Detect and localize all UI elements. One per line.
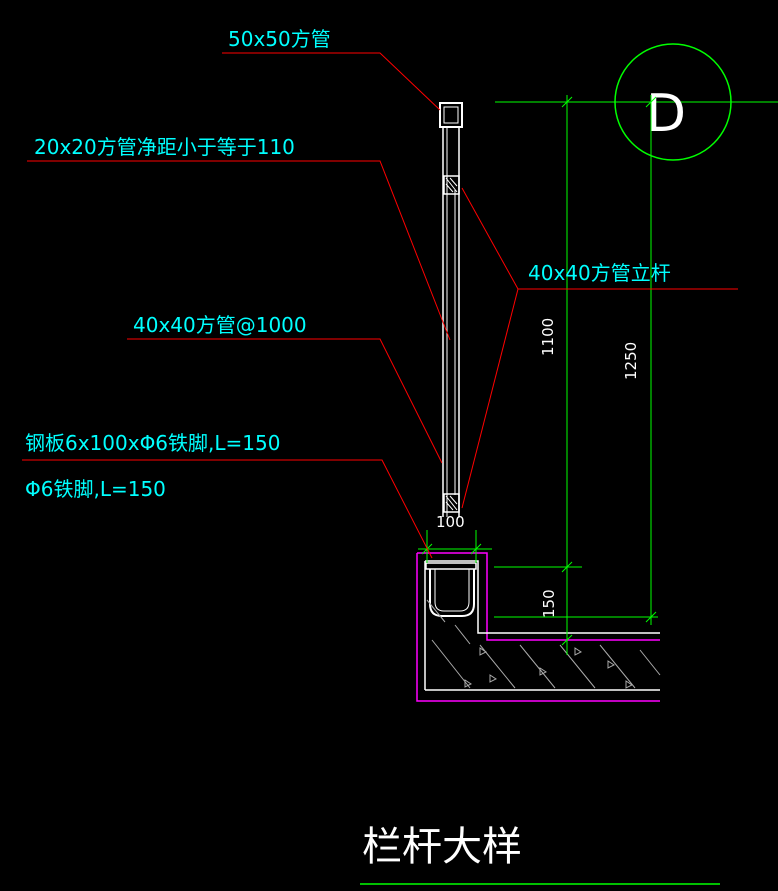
aggregate-mark bbox=[607, 660, 615, 669]
concrete-section bbox=[416, 552, 661, 702]
callout-post: 40x40方管立杆 bbox=[528, 261, 671, 285]
callout-embed-plate: 钢板6x100xΦ6铁脚,L=150 bbox=[25, 431, 280, 455]
anchor-u-inner bbox=[434, 569, 470, 612]
concrete-bottom bbox=[416, 553, 660, 702]
aggregate-mark bbox=[464, 679, 472, 688]
axis-marker: D bbox=[495, 43, 778, 161]
hatch-line bbox=[519, 644, 556, 689]
dim-tick bbox=[561, 634, 573, 646]
aggregate-mark bbox=[489, 674, 497, 683]
dimensions bbox=[418, 95, 658, 655]
hatch-line bbox=[559, 644, 596, 689]
hatch-line bbox=[426, 599, 446, 623]
hatch-line bbox=[639, 649, 661, 676]
dim-tick bbox=[561, 96, 573, 108]
base-plate bbox=[425, 562, 477, 570]
concrete-outline bbox=[417, 552, 660, 641]
railing-post bbox=[425, 102, 477, 617]
leader-infill bbox=[27, 160, 451, 341]
upper-bracket bbox=[443, 175, 460, 195]
callout-anchor: Φ6铁脚,L=150 bbox=[25, 477, 166, 501]
lower-bracket-hatch bbox=[445, 495, 458, 511]
leader-plate bbox=[22, 459, 433, 559]
axis-marker-label: D bbox=[646, 84, 686, 144]
hatch-line bbox=[599, 644, 636, 689]
finish-outline bbox=[425, 560, 660, 634]
top-rail-inner bbox=[443, 106, 459, 124]
lower-bracket bbox=[443, 493, 460, 513]
aggregate-mark bbox=[574, 647, 582, 656]
aggregate-mark bbox=[479, 647, 487, 656]
dim-curb-height: 150 bbox=[540, 589, 558, 618]
callout-top-rail: 50x50方管 bbox=[228, 27, 331, 51]
concrete-hatch bbox=[426, 599, 661, 689]
leader-lines bbox=[22, 52, 738, 559]
dim-tick bbox=[645, 96, 657, 108]
dim-tick bbox=[470, 543, 482, 555]
aggregate-mark bbox=[539, 667, 547, 676]
dim-plate-width: 100 bbox=[436, 513, 465, 531]
leader-top-rail bbox=[222, 52, 441, 111]
callout-post-spacing: 40x40方管@1000 bbox=[133, 313, 307, 337]
leader-post-lower bbox=[461, 288, 519, 509]
hatch-line bbox=[431, 639, 471, 689]
dim-total-height: 1250 bbox=[622, 342, 640, 380]
aggregate-mark bbox=[625, 680, 633, 689]
aggregate-marks bbox=[464, 647, 633, 689]
dim-tick bbox=[561, 561, 573, 573]
top-rail-section bbox=[439, 102, 463, 128]
callout-baluster-infill: 20x20方管净距小于等于110 bbox=[34, 135, 295, 159]
anchor-u-outer bbox=[429, 569, 475, 617]
dim-tick bbox=[645, 611, 657, 623]
drawing-title: 栏杆大样 bbox=[362, 824, 522, 870]
dim-railing-height: 1100 bbox=[539, 318, 557, 356]
leader-spacing bbox=[127, 338, 443, 464]
upper-bracket-hatch bbox=[445, 177, 458, 193]
hatch-line bbox=[454, 624, 471, 645]
